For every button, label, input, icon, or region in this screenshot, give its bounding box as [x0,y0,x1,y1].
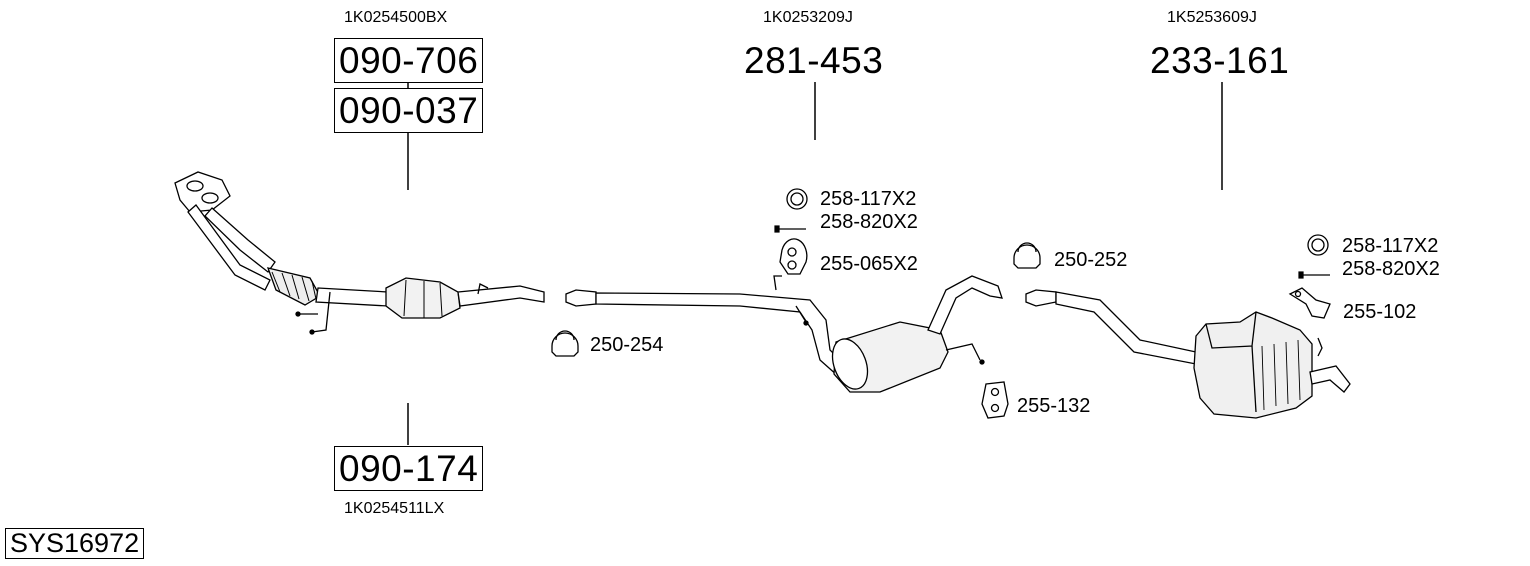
clamp-icon-mid [1013,242,1041,269]
part-number-233-161[interactable]: 233-161 [1150,40,1290,81]
ring-icon-rear [1307,234,1329,256]
hanger-icon-low [981,381,1009,419]
ring-icon-mid [786,188,808,210]
bracket-icon-rear [1288,287,1331,319]
part-number-090-037[interactable]: 090-037 [334,88,484,133]
bolt-icon-rear [1298,271,1330,279]
accessory-label-hanger-mid[interactable]: 255-065X2 [820,253,918,275]
clamp-icon-front [551,330,579,357]
accessory-label-bolt-mid[interactable]: 258-820X2 [820,211,918,233]
accessory-label-clamp-front[interactable]: 250-254 [590,334,664,356]
accessory-label-hanger-low[interactable]: 255-132 [1017,395,1091,417]
bolt-icon-mid [774,225,806,233]
oem-number-middle: 1K0253209J [763,9,853,26]
front-pipe-catalyst [174,171,545,335]
accessory-label-bracket-rear[interactable]: 255-102 [1343,301,1417,323]
hanger-icon-mid [779,238,808,275]
rear-silencer [1025,289,1351,419]
oem-number-front-bottom: 1K0254511LX [344,500,445,517]
oem-number-front-top: 1K0254500BX [344,9,448,26]
oem-number-rear: 1K5253609J [1167,9,1257,26]
accessory-label-ring-rear[interactable]: 258-117X2 [1342,235,1439,257]
accessory-label-bolt-rear[interactable]: 258-820X2 [1342,258,1440,280]
part-number-090-174[interactable]: 090-174 [334,446,484,491]
accessory-label-clamp-mid[interactable]: 250-252 [1054,249,1128,271]
system-code: SYS16972 [5,528,145,559]
accessory-label-ring-mid[interactable]: 258-117X2 [820,188,917,210]
middle-pipe-silencer [565,275,1003,393]
part-number-281-453[interactable]: 281-453 [744,40,884,81]
part-number-090-706[interactable]: 090-706 [334,38,484,83]
